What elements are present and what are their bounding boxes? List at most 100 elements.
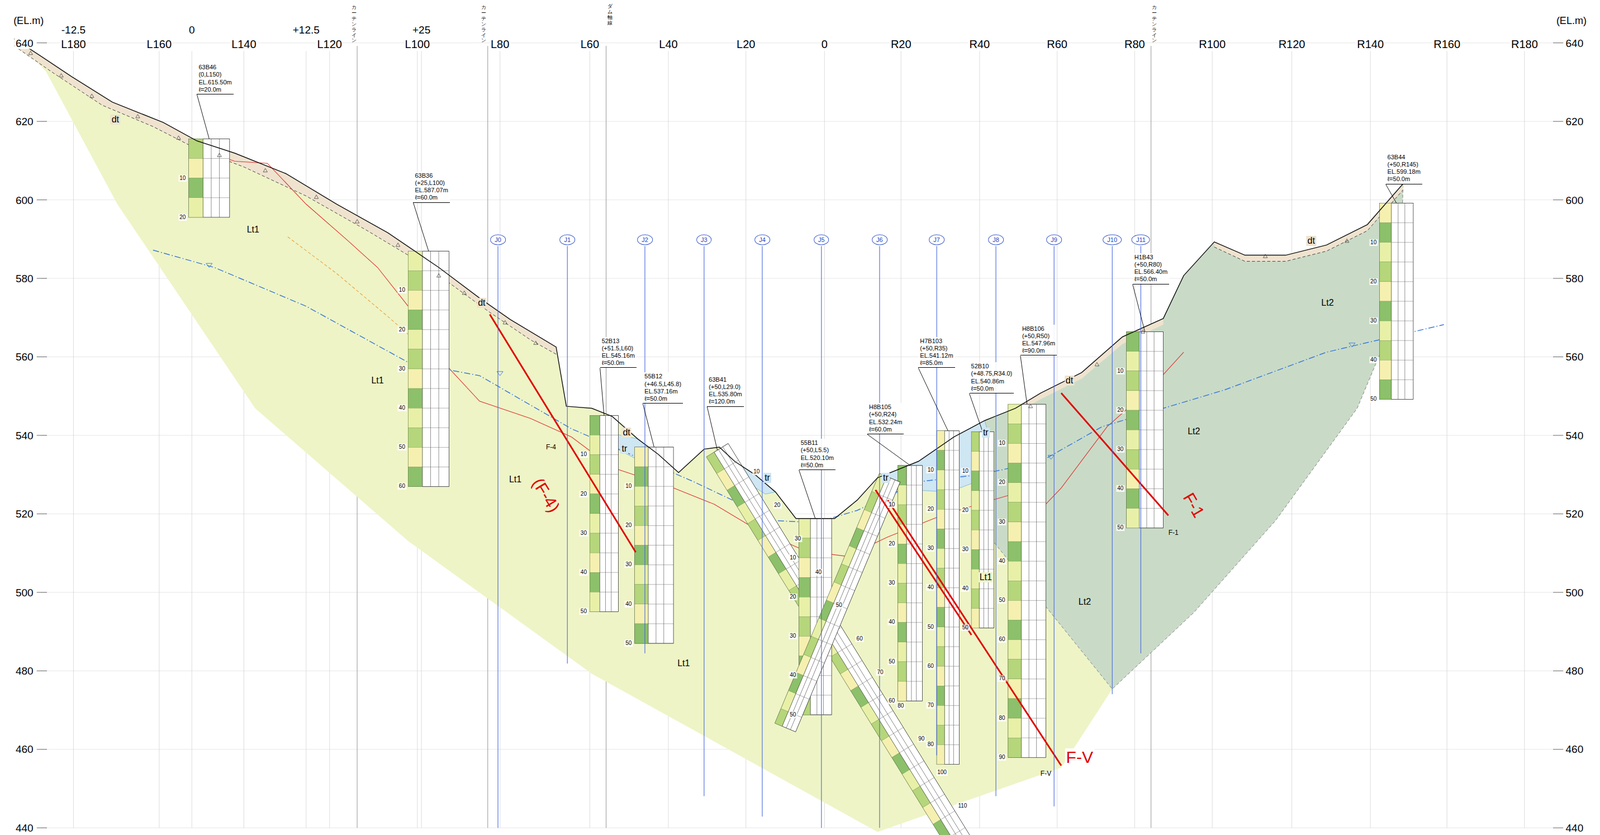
rock-segment (1379, 379, 1392, 400)
column-rule (906, 484, 923, 486)
rock-segment (780, 690, 796, 712)
column-rule (202, 197, 230, 198)
depth-number: 30 (1116, 445, 1125, 453)
node-text: ℓ=60.0m (869, 425, 902, 434)
tag-leader (706, 406, 718, 451)
rock-segment (1126, 390, 1140, 411)
depth-number: 10 (887, 501, 896, 508)
station-label: R180 (1510, 38, 1540, 51)
column-rule (648, 603, 674, 605)
depth-number: 40 (814, 568, 823, 576)
rock-segment (898, 642, 907, 662)
station-label: L40 (657, 38, 679, 51)
tag-leader (799, 469, 816, 519)
column-frame (188, 138, 230, 217)
node-text: ℓ=90.0m (1022, 347, 1056, 355)
column-rule (1139, 429, 1164, 431)
rock-segment (188, 197, 204, 218)
column-divider (714, 452, 962, 835)
weathering-line (287, 236, 429, 353)
rock-segment (775, 708, 789, 726)
column-rule (1139, 331, 1164, 332)
axis-unit: (EL.m) (12, 15, 45, 27)
rock-segment (188, 178, 204, 198)
joint-line (567, 245, 568, 664)
depth-number: 40 (1116, 485, 1125, 492)
offset-label: -12.5 (60, 23, 87, 36)
rock-segment (833, 563, 849, 586)
column-rule (1139, 468, 1164, 470)
tag-leader (867, 434, 911, 466)
rock-segment (407, 250, 423, 271)
column-rule (944, 449, 959, 451)
rock-segment (971, 471, 980, 491)
column-rule (944, 646, 959, 647)
depth-number: 80 (997, 714, 1006, 722)
rock-segment (1379, 359, 1392, 380)
unit-label: dt (476, 297, 487, 308)
column-rule (909, 760, 924, 770)
tag-leader (918, 367, 948, 431)
line-name: カーテンライン (351, 5, 357, 44)
borehole-column (1379, 202, 1414, 400)
node-title: 55B12 (644, 372, 682, 381)
rock-segment (898, 681, 907, 701)
column-rule (1391, 222, 1414, 223)
column-rule (906, 524, 923, 525)
column-rule (422, 486, 449, 487)
offset-label: +12.5 (291, 23, 321, 36)
column-rule (868, 694, 883, 704)
column-rule (906, 681, 923, 682)
joint-line (644, 245, 645, 654)
rock-segment (936, 666, 945, 686)
column-rule (906, 543, 923, 545)
column-rule (810, 714, 832, 715)
depth-number: 110 (956, 802, 968, 810)
node-text: (+51.5,L60) (601, 344, 635, 353)
elevation-label: 560 (1564, 350, 1585, 363)
station-label: L180 (59, 38, 88, 51)
elevation-gridline (40, 42, 1554, 44)
elevation-label: 440 (1564, 821, 1585, 834)
node-text: ℓ=60.0m (414, 193, 448, 202)
rock-segment (1126, 488, 1140, 508)
station-label: L60 (579, 38, 601, 51)
rock-segment (407, 486, 423, 487)
depth-number: 50 (961, 624, 970, 631)
column-rule (1391, 301, 1414, 302)
column-rule (979, 627, 994, 629)
column-rule (648, 446, 674, 448)
rock-segment (1008, 659, 1022, 680)
rock-segment (589, 533, 600, 553)
elevation-tick (1553, 199, 1564, 201)
rock-segment (898, 485, 907, 505)
column-rule (1021, 423, 1047, 425)
rock-segment (188, 158, 204, 179)
fault-lines (489, 314, 1169, 766)
depth-number: 90 (917, 735, 926, 743)
node-text: (+50,R35) (919, 344, 953, 353)
unit-label: dt (110, 114, 121, 125)
column-rule (848, 566, 863, 573)
column-rule (979, 588, 994, 590)
elevation-label: 620 (14, 115, 35, 128)
rock-segment (1379, 202, 1392, 223)
depth-number: 10 (397, 286, 407, 294)
unit-label: Lt2 (1077, 596, 1093, 607)
column-rule (906, 602, 923, 604)
column-rule (1021, 619, 1047, 621)
rock-segment (1126, 508, 1140, 529)
rock-segment (803, 635, 819, 658)
rock-segment (407, 467, 423, 487)
depth-number: 80 (926, 741, 935, 748)
column-rule (979, 510, 994, 511)
column-rule (648, 564, 674, 566)
depth-number: 70 (875, 668, 885, 676)
depth-number: 10 (788, 554, 797, 562)
depth-number: 30 (397, 365, 407, 373)
debris-triangle (28, 50, 33, 55)
depth-number: 20 (178, 214, 187, 221)
column-frame (407, 250, 449, 487)
rock-segment (589, 572, 600, 592)
